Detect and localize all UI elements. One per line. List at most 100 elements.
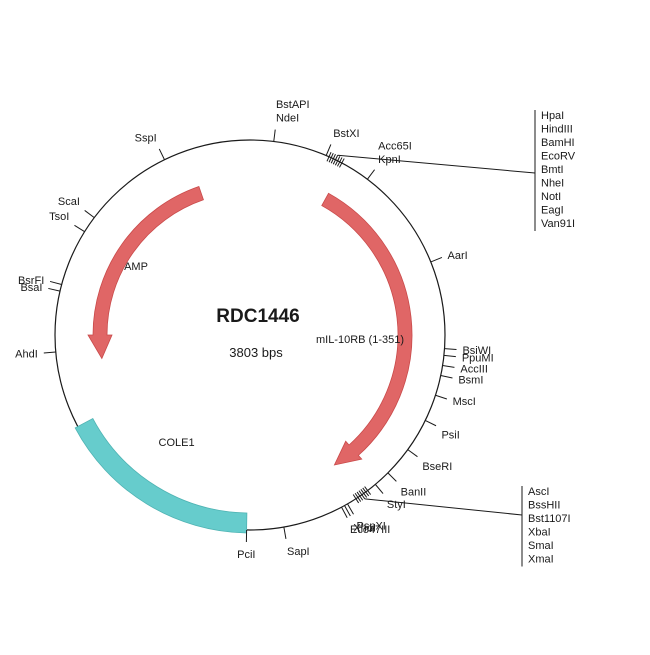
site-label-msci: MscI [453,396,476,408]
site-tick [328,152,334,163]
site-label-hpai: HpaI [541,110,564,122]
site-acc65i-kpni: Acc65I KpnI [366,140,412,180]
feature-mil-10rb-1-351 [321,192,413,466]
site-scai: ScaI [58,196,95,219]
site-tick [362,487,370,497]
site-tick [366,169,375,180]
site-msci: MscI [435,394,476,408]
site-label-bseri: BseRI [422,461,452,473]
backbone-circle [54,139,446,531]
site-banii: BanII [387,472,426,499]
site-tick [84,210,95,219]
site-label-bamhi: BamHI [541,137,575,149]
site-tick [407,449,418,458]
site-label-acciii: AccIII [460,363,488,375]
site-label-ecorv: EcoRV [541,151,576,163]
site-label-scai: ScaI [58,196,80,208]
site-bsiwi: BsiWI [444,345,491,357]
site-label-pspxi: PspXI [357,520,386,532]
site-label-smai: SmaI [528,540,554,552]
site-label-kpni: KpnI [378,154,401,166]
site-label-bsrfi: BsrFI [18,275,44,287]
site-label-bstapi: BstAPI [276,99,310,111]
site-label-bsiwi: BsiWI [462,345,491,357]
site-sapi: SapI [283,526,310,558]
site-ahdi: AhdI [15,349,56,361]
site-leader [364,498,523,516]
site-label-ndei: NdeI [276,113,299,125]
site-tick [74,224,85,233]
site-label-bmti: BmtI [541,164,564,176]
site-tick [48,287,61,292]
site-tick [283,526,287,539]
site-label-xbai: XbaI [528,527,551,539]
site-label-ppumi: PpuMI [462,352,494,364]
site-bstapi-ndei: BstAPI NdeI [273,99,310,142]
site-tick [430,256,443,263]
site-tick [273,129,276,142]
site-sspi: SspI [135,133,165,160]
site-tick [358,490,366,500]
site-tick [352,494,360,504]
site-label-nhei: NheI [541,178,564,190]
site-label-bst1107i: Bst1107I [528,513,571,525]
site-tick [326,151,332,162]
site-tick [341,506,348,519]
site-tick [330,153,336,164]
site-label-xmai: XmaI [528,554,554,566]
site-psii: PsiI [425,420,460,441]
site-tick [49,280,62,286]
site-tick [332,155,339,165]
site-label-bsshii: BssHII [528,500,560,512]
plasmid-name: RDC1446 [216,306,299,327]
site-pcii: PciI [237,529,255,561]
site-label-psii: PsiI [441,429,459,441]
site-leader [337,154,536,174]
site-tick [336,157,343,167]
site-label-xhoi: XhoI [353,522,376,534]
site-ppumi: PpuMI [443,352,494,364]
site-tick [442,365,455,368]
feature-label-amp: AMP [124,261,148,273]
site-label-bsai: BsaI [20,282,42,294]
site-label-noti: NotI [541,191,561,203]
site-label-bsmi: BsmI [458,374,483,386]
site-label-bstxi: BstXI [333,128,359,140]
site-tick [158,148,165,160]
site-xhoi: XhoI [344,505,376,534]
site-pspxi: PspXI [347,503,386,532]
site-tick [443,354,456,358]
site-tick [347,503,354,515]
feature-label-cole1: COLE1 [159,437,195,449]
site-label-aari: AarI [447,250,467,262]
site-label-tsoi: TsoI [49,211,69,223]
feature-amp [87,186,204,360]
site-bstxi: BstXI [325,128,360,156]
site-label-pcii: PciI [237,549,255,561]
site-bsai: BsaI [20,282,61,294]
site-tick [440,375,453,379]
site-tick [43,351,56,354]
site-label-eco47iii: Eco47III [350,524,390,536]
feature-label-mil-10rb-1-351: mIL-10RB (1-351) [316,334,404,346]
site-tick [435,394,448,400]
site-tick [387,472,397,482]
site-label-sapi: SapI [287,546,310,558]
site-tick [364,486,372,495]
site-acciii: AccIII [442,363,488,375]
site-tick [360,489,368,498]
site-label-eagi: EagI [541,205,564,217]
site-tick [425,420,437,427]
site-tick [325,144,332,156]
site-label-acc65i: Acc65I [378,140,412,152]
site-tick [356,491,364,501]
site-bsmi: BsmI [440,374,483,386]
plasmid-size: 3803 bps [229,345,283,360]
site-label-van91i: Van91I [541,218,575,230]
site-eco47iii: Eco47III [341,506,390,536]
site-tick [339,158,345,168]
site-tsoi: TsoI [49,211,85,233]
site-label-hindiii: HindIII [541,124,573,136]
